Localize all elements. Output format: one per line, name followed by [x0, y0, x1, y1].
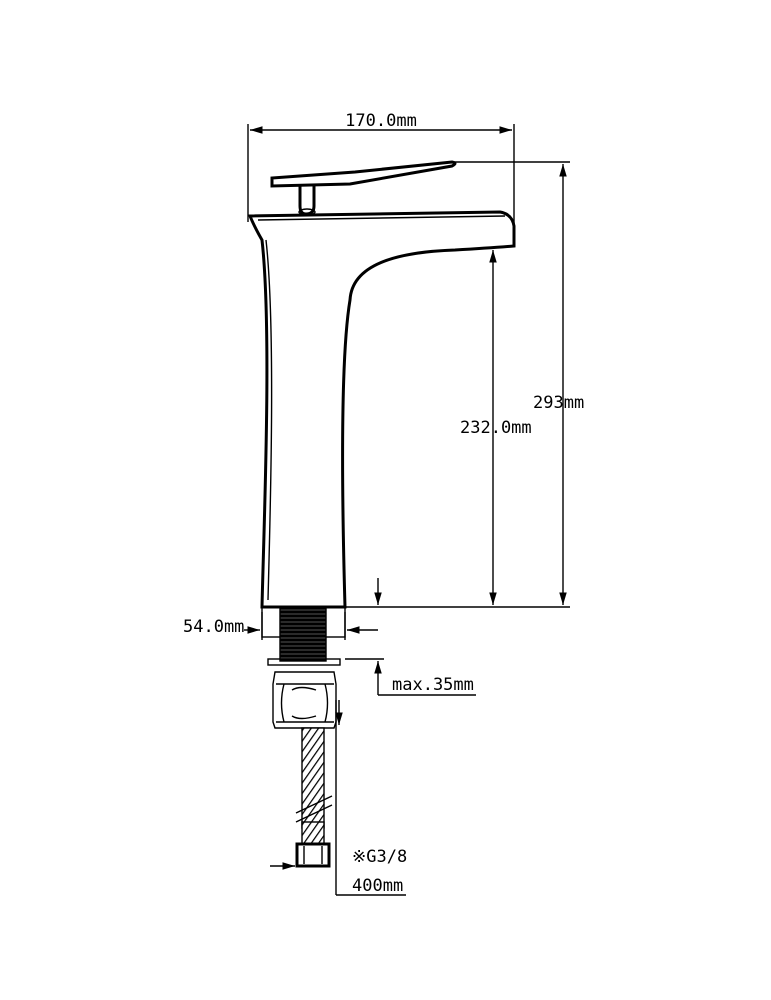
hose-dimensions: ※G3/8 400mm — [270, 700, 407, 896]
width-label: 170.0mm — [345, 111, 417, 131]
body-inner-contour — [265, 239, 273, 601]
hose-lower — [301, 821, 325, 845]
hose-upper — [301, 727, 325, 829]
base-diameter-label: 54.0mm — [183, 617, 244, 637]
spout-height-dimension: 232.0mm — [460, 250, 532, 605]
body-outline — [247, 210, 516, 609]
faucet-handle — [270, 160, 457, 216]
body-top-edge — [257, 215, 506, 221]
handle-stem-cap — [298, 208, 316, 216]
faucet-body — [247, 210, 516, 609]
washer-plate — [267, 658, 341, 666]
handle-knob — [298, 186, 316, 216]
spout-height-label: 232.0mm — [460, 418, 532, 438]
max-thickness-label: max.35mm — [392, 675, 474, 695]
supply-hose — [295, 727, 333, 868]
total-height-dimension: 293mm — [345, 161, 584, 608]
handle-lever — [270, 160, 457, 188]
mounting-nut — [272, 671, 337, 729]
faucet-base — [261, 606, 346, 729]
width-dimension: 170.0mm — [247, 111, 515, 224]
threaded-shank — [279, 607, 327, 662]
hose-end-fitting — [295, 842, 331, 868]
thread-label: ※G3/8 — [352, 847, 407, 867]
max-thickness-dimension: max.35mm — [345, 578, 476, 696]
base-diameter-dimension: 54.0mm — [183, 612, 378, 640]
break-line-1 — [295, 795, 333, 814]
hose-length-label: 400mm — [352, 876, 403, 896]
break-line-2 — [295, 804, 333, 823]
total-height-label: 293mm — [533, 393, 584, 413]
